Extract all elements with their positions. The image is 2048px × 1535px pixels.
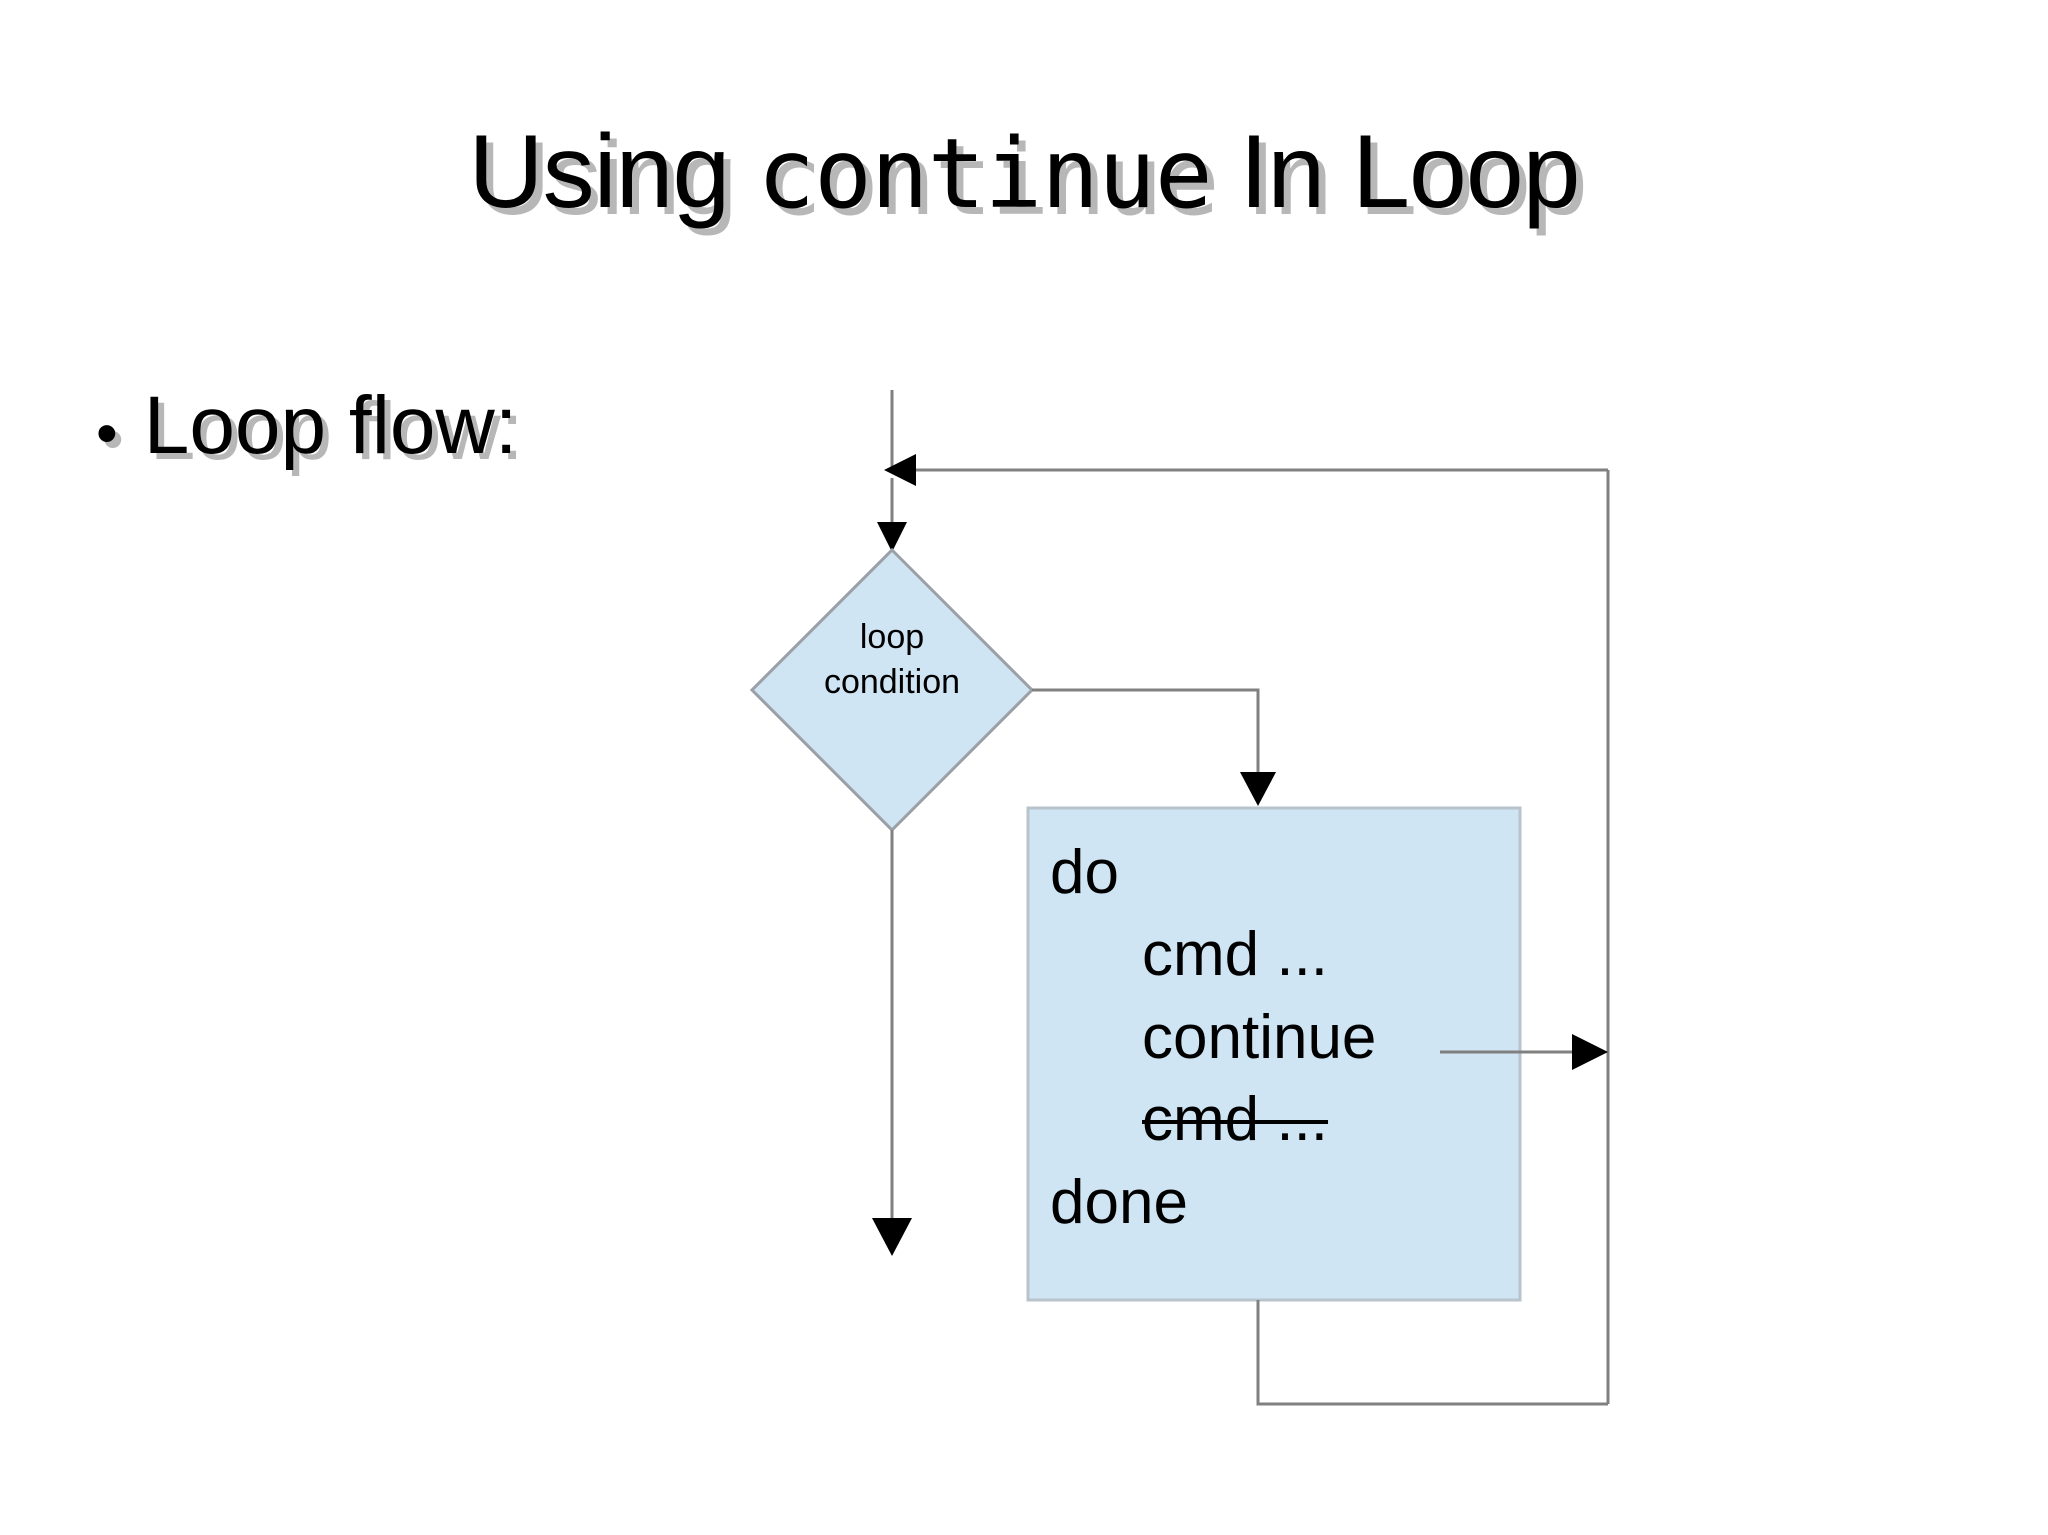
arrowhead-exit-loop bbox=[872, 1218, 912, 1256]
title-keyword: continue bbox=[757, 118, 1212, 230]
title-prefix: Using bbox=[468, 114, 758, 230]
edge-condition-false bbox=[872, 830, 912, 1256]
edge-loop-back bbox=[884, 454, 1610, 1404]
bullet-marker-icon: • bbox=[96, 399, 118, 468]
arrowhead-into-decision bbox=[877, 522, 907, 552]
edge-entry bbox=[877, 390, 907, 552]
arrowhead-continue-jump bbox=[1572, 1034, 1608, 1070]
bullet-item-label: Loop flow: bbox=[143, 380, 518, 471]
loop-body-code: do cmd ... continue cmd ... done bbox=[1050, 832, 1520, 1244]
decision-label-line-2: condition bbox=[823, 662, 961, 701]
decision-label-line-1: loop bbox=[859, 618, 925, 656]
edge-continue-jump bbox=[1440, 1034, 1608, 1070]
arrowhead-into-body bbox=[1240, 772, 1276, 806]
title-suffix: In Loop bbox=[1211, 114, 1581, 230]
code-line-do: do bbox=[1050, 838, 1119, 907]
page-title: Using continue In Loop bbox=[0, 117, 2048, 230]
loop-body-node bbox=[1026, 806, 1522, 1302]
edge-body-end bbox=[1256, 1300, 1608, 1406]
decision-node-label: loop condition bbox=[752, 615, 1032, 705]
code-line-cmd-2-skipped: cmd ... bbox=[1142, 1085, 1329, 1155]
arrowhead-loop-back bbox=[884, 454, 916, 486]
bullet-list-item: • Loop flow: bbox=[96, 385, 518, 467]
code-line-continue: continue bbox=[1142, 1002, 1377, 1072]
code-line-cmd-1: cmd ... bbox=[1142, 920, 1329, 990]
code-line-done: done bbox=[1050, 1167, 1188, 1237]
edge-condition-true bbox=[1032, 688, 1276, 806]
